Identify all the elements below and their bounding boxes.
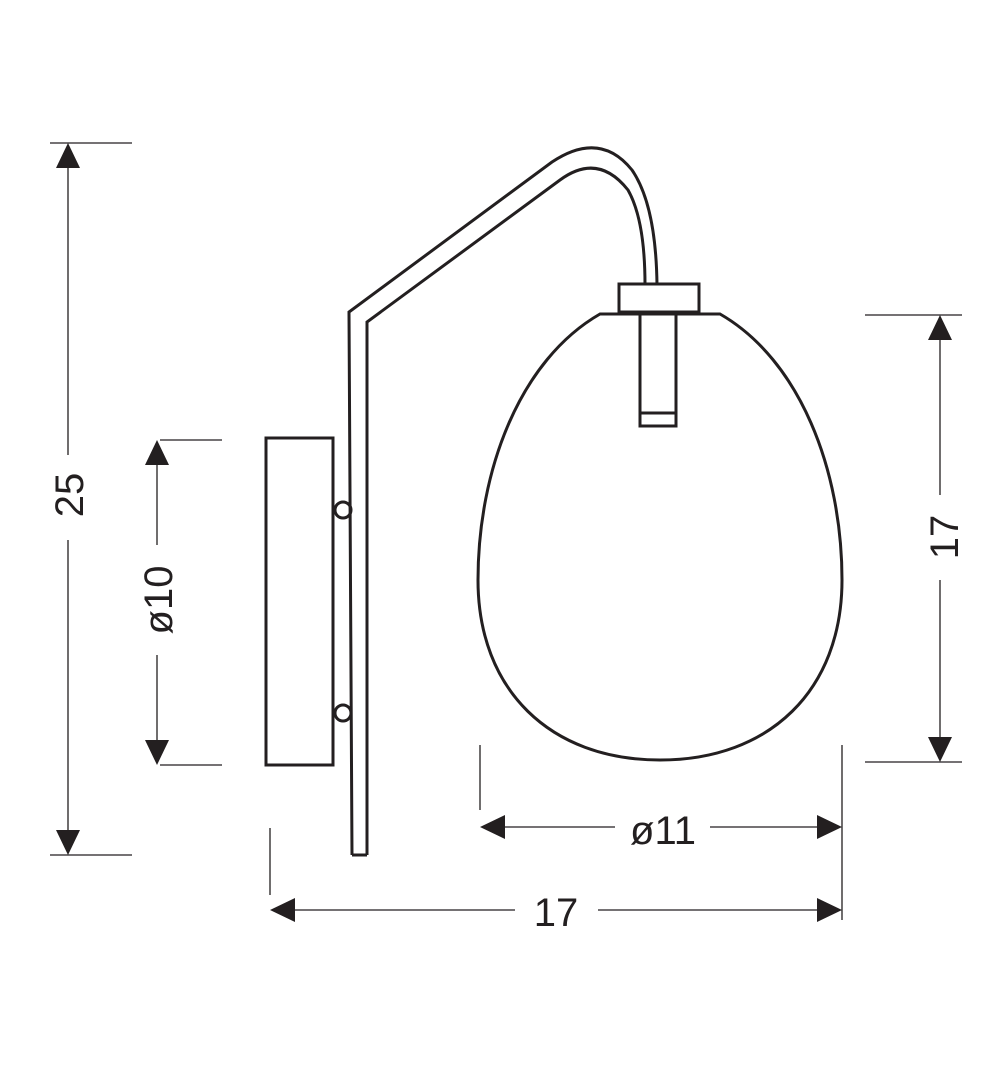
dimension-total-height: 25 [48, 142, 132, 856]
wall-backplate [264, 436, 335, 767]
dimension-globe-height: 17 [865, 314, 967, 763]
glass-globe [476, 312, 844, 762]
lamp-socket [638, 310, 678, 428]
label-total-depth: 17 [534, 891, 579, 935]
dimension-total-depth: 17 [269, 828, 842, 935]
label-globe-diameter: ø11 [630, 809, 696, 853]
screw-bottom [333, 703, 353, 723]
dimension-globe-diameter: ø11 [479, 745, 843, 920]
lamp-collar [617, 282, 701, 314]
label-total-height: 25 [48, 473, 92, 518]
lamp-arm [347, 146, 659, 857]
dimension-backplate-diameter: ø10 [137, 439, 222, 766]
label-globe-height: 17 [923, 515, 967, 560]
screw-top [333, 500, 353, 520]
label-backplate-diameter: ø10 [137, 566, 181, 635]
